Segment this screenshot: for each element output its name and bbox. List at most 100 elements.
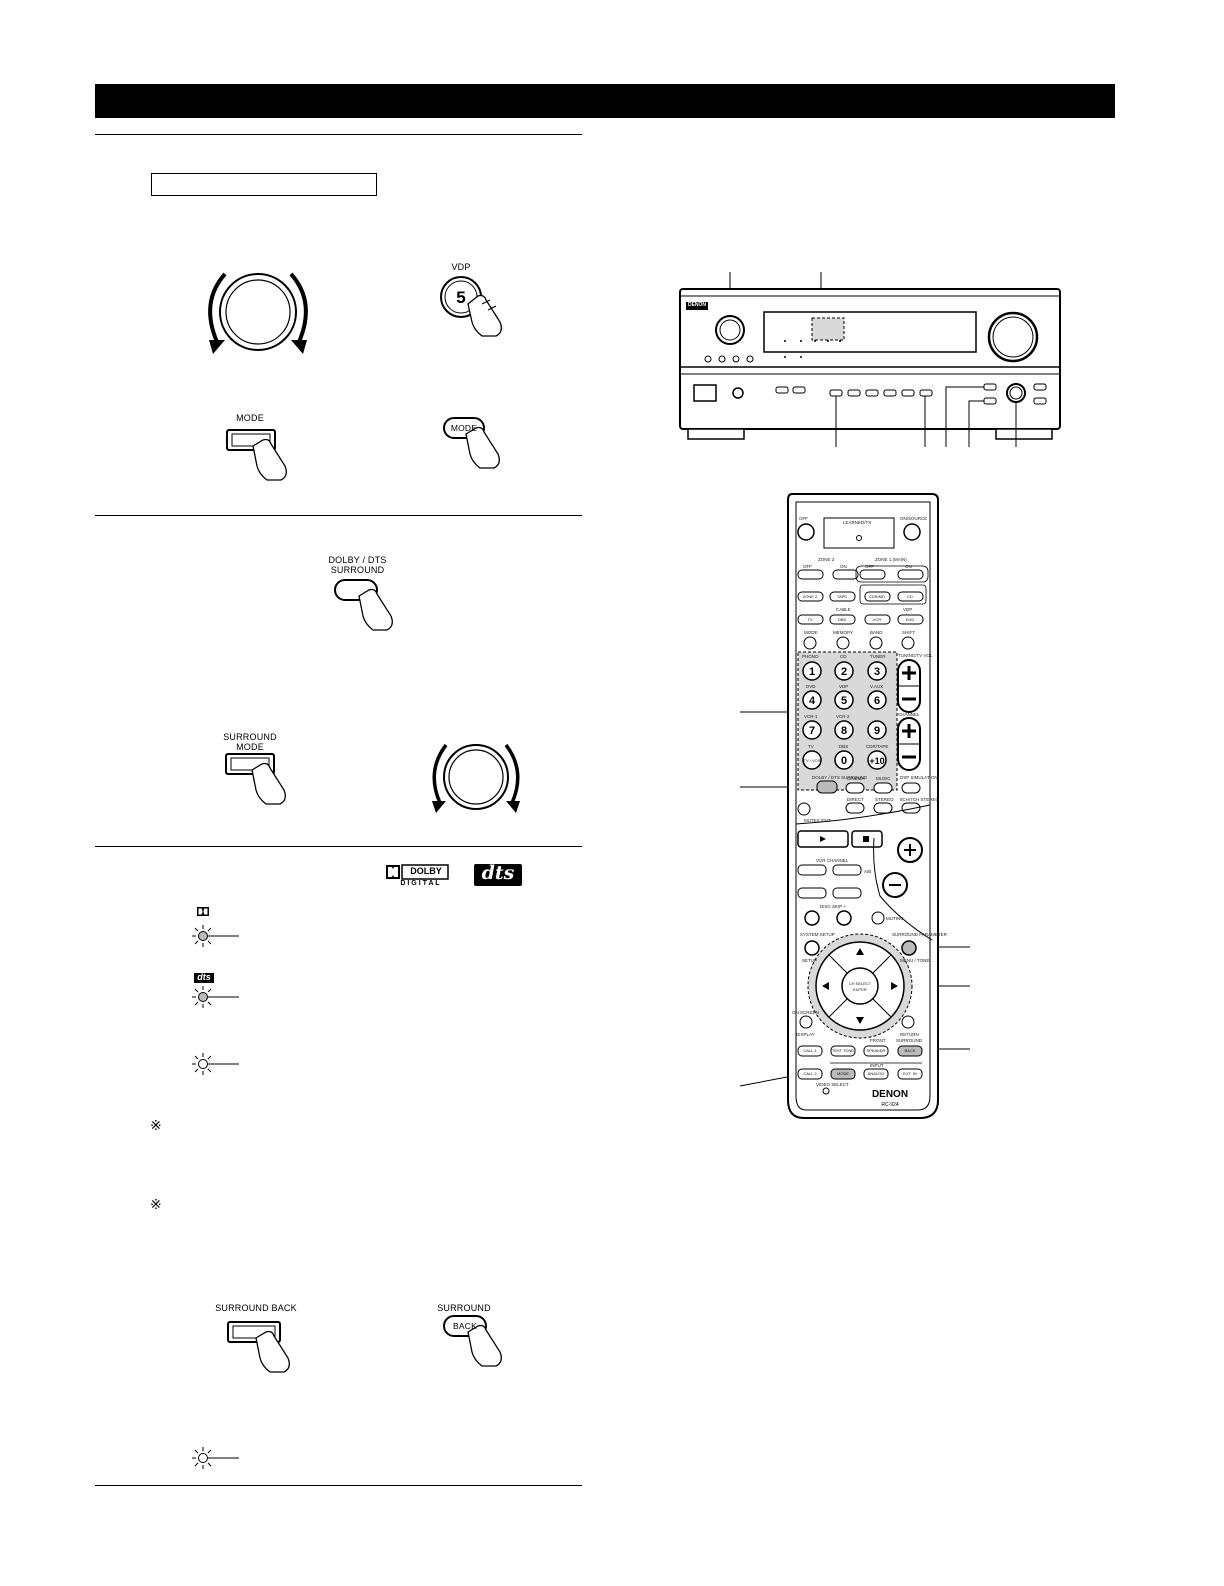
remote-control-labels: OFF ON/SOURCE LEARNED/TX ZONE 2 ZONE 1 (… — [792, 516, 948, 1108]
remote-input-label: INPUT — [870, 1063, 884, 1068]
remote-brand: DENON — [872, 1089, 908, 1100]
remote-num-9: 9 — [874, 725, 880, 737]
header-banner — [95, 84, 1115, 118]
remote-src2-1: DBS — [838, 617, 847, 622]
vdp-5-button-illustration — [440, 276, 502, 337]
surround-back-panel-label: SURROUND BACK — [215, 1303, 297, 1313]
remote-zone1-label: ZONE 1 (MAIN) — [875, 557, 907, 562]
remote-cable-label: CABLE — [836, 607, 851, 612]
remote-cinema-label: CINEMA — [847, 776, 865, 781]
remote-enter-label: ENTER — [853, 987, 867, 992]
remote-call2: CALL 2 — [803, 1071, 817, 1076]
indicator-lamp-3 — [192, 1053, 239, 1075]
remote-vcr-channel-label: VCR CHANNEL — [816, 858, 849, 863]
vdp-label: VDP — [451, 262, 471, 272]
dolby-dts-surround-label: DOLBY / DTS SURROUND — [328, 555, 387, 575]
remote-nummid3-1: DBS — [839, 744, 848, 749]
remote-speaker: SPEAKER — [867, 1048, 886, 1053]
remote-model: RC-924 — [881, 1102, 898, 1108]
outlined-label-box — [151, 173, 377, 196]
remote-nummid3-0: TV — [808, 744, 814, 749]
indicator-lamp-4 — [192, 1447, 239, 1469]
remote-learned-label: LEARNED/TX — [843, 520, 871, 525]
remote-ch-select-label: CH SELECT — [849, 981, 872, 986]
remote-num-0: 0 — [841, 755, 847, 767]
remote-num-1: 1 — [809, 666, 815, 678]
remote-numtop-0: PHONO — [802, 654, 819, 659]
remote-surround-label: DOLBY / DTS SURROUND — [812, 775, 868, 780]
remote-test-tone: TEST TONE — [832, 1048, 855, 1053]
remote-off-label: OFF — [799, 516, 808, 521]
remote-src1-3: CD — [907, 594, 913, 599]
mode-remote-button-illustration — [443, 417, 500, 469]
remote-system-setup-label: SYSTEM SETUP — [800, 932, 835, 937]
remote-direct-label: DIRECT — [847, 797, 864, 802]
remote-analog: ANALOG — [868, 1071, 885, 1076]
remote-num-5: 5 — [841, 695, 847, 707]
remote-channel-label: CHANNEL — [898, 712, 920, 717]
dolby-dts-surround-button-illustration — [334, 579, 393, 631]
surround-back-remote-button-illustration — [443, 1315, 502, 1367]
remote-num-3: 3 — [874, 666, 880, 678]
remote-func-2: BAND — [870, 630, 883, 635]
indicator-lamp-dts — [192, 986, 239, 1008]
remote-zone2-label: ZONE 2 — [818, 557, 835, 562]
receiver-front-panel — [679, 272, 1061, 447]
surround-mode-button-illustration — [225, 753, 286, 805]
remote-nummid1-0: DVD — [806, 684, 816, 689]
remote-front-label: FRONT — [870, 1038, 886, 1043]
rotary-knob-illustration — [208, 272, 308, 354]
remote-dsp-label: DSP SIMULATION — [900, 775, 938, 780]
mode-remote-label: MODE — [450, 423, 478, 433]
rotary-knob-illustration-2 — [432, 743, 520, 813]
remote-mode: MODE — [837, 1071, 849, 1076]
remote-num-7: 7 — [809, 725, 815, 737]
remote-on-screen-label: ON SCREEN — [792, 1010, 819, 1015]
remote-src2-0: TV — [807, 617, 812, 622]
mode-panel-label: MODE — [236, 413, 264, 423]
remote-off-a: OFF — [803, 564, 812, 569]
remote-num-2: 2 — [841, 666, 847, 678]
remote-back: BACK — [905, 1048, 916, 1053]
remote-vdp-label: VDP — [903, 607, 912, 612]
dts-logo — [474, 864, 522, 886]
remote-num-6: 6 — [874, 695, 880, 707]
remote-src1-1: TAPE — [837, 594, 847, 599]
remote-src2-3: DVD — [906, 617, 915, 622]
remote-tuning-label: TUNING/TV VOL — [898, 653, 933, 658]
remote-disc-skip-label: DISC SKIP + — [820, 904, 846, 909]
remote-numtop-1: CD — [840, 654, 847, 659]
remote-video-select-label: VIDEO SELECT — [816, 1082, 849, 1087]
small-dolby-mark — [197, 907, 209, 916]
remote-call1: CALL 1 — [803, 1048, 817, 1053]
receiver-brand: DENON — [687, 302, 707, 308]
section-rule-4 — [95, 1485, 582, 1486]
remote-off-b: OFF — [865, 564, 874, 569]
dolby-digital-text: D I G I T A L — [400, 880, 440, 887]
dolby-word: DOLBY — [410, 866, 442, 876]
remote-5ch7ch-label: 5CH/7CH STEREO — [900, 797, 940, 802]
remote-menu-tone-label: MENU / TONE — [900, 958, 929, 963]
remote-ab-label: A/B — [864, 869, 871, 874]
surround-back-remote-btn-label: BACK — [453, 1321, 477, 1331]
remote-num-8: 8 — [841, 725, 847, 737]
remote-src1-0: ZONE 2 — [803, 594, 818, 599]
remote-ext-in: EXT. IN — [903, 1071, 917, 1076]
section-rule-3 — [95, 846, 582, 847]
remote-control — [739, 493, 970, 1119]
remote-nummid2-0: VCR-1 — [804, 714, 818, 719]
remote-on-source-label: ON/SOURCE — [900, 516, 927, 521]
remote-nummid3-2: CDR/TAPE — [866, 744, 888, 749]
remote-on-a: ON — [840, 564, 847, 569]
remote-numtop-2: TUNER — [870, 654, 886, 659]
note-mark-2: ※ — [150, 1196, 162, 1212]
indicator-lamp-dolby — [192, 925, 239, 947]
note-mark-1: ※ — [150, 1117, 162, 1133]
remote-src1-2: CDR/MD — [869, 594, 885, 599]
remote-mute-light-label: MUTE/LIGHT — [804, 818, 832, 823]
remote-music-label: MUSIC — [876, 776, 891, 781]
remote-tv-vcr: TV / VCR — [804, 758, 821, 763]
remote-muting-label: MUTING — [886, 916, 904, 921]
remote-setup-label: SETUP — [802, 958, 817, 963]
remote-on-b: ON — [905, 564, 912, 569]
